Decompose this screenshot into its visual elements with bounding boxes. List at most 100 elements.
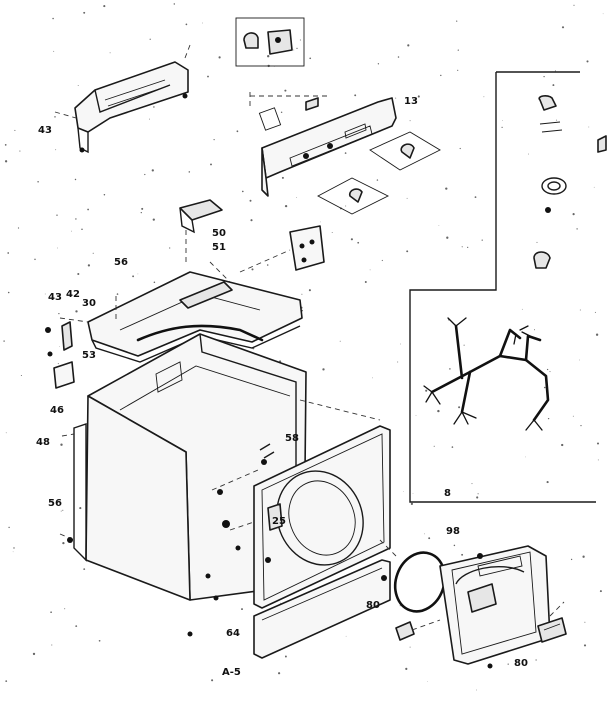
callout-53: 53	[82, 350, 96, 361]
callout-43-top: 43	[38, 125, 52, 136]
scan-speck	[456, 20, 458, 22]
scan-speck	[599, 590, 602, 593]
scan-speck	[284, 655, 287, 658]
scan-speck	[60, 411, 62, 413]
scan-speck	[576, 228, 578, 230]
scan-speck	[593, 186, 595, 188]
scan-speck	[77, 84, 79, 86]
scan-speck	[250, 219, 253, 222]
callout-13: 13	[404, 96, 418, 107]
scan-speck	[345, 635, 347, 637]
scan-speck	[507, 663, 509, 665]
scan-speck	[428, 537, 431, 540]
scan-speck	[596, 442, 600, 445]
switch-components-box	[235, 17, 305, 67]
scan-speck	[409, 646, 411, 648]
scan-speck	[586, 60, 589, 63]
scan-speck	[412, 493, 414, 494]
scan-speck	[467, 246, 469, 249]
scan-speck	[451, 446, 454, 448]
scan-speck	[249, 199, 252, 202]
scan-speck	[372, 377, 373, 379]
scan-speck	[103, 193, 106, 196]
scan-speck	[463, 344, 465, 346]
scan-speck	[440, 74, 442, 77]
scan-speck	[453, 544, 456, 547]
scan-speck	[17, 227, 20, 229]
scan-speck	[501, 126, 503, 129]
door-latch	[395, 619, 441, 641]
scan-speck	[483, 96, 485, 98]
scan-speck	[449, 368, 451, 370]
scan-speck	[267, 55, 270, 58]
scan-speck	[535, 659, 537, 661]
front-panel	[253, 425, 391, 609]
callout-80-mid: 80	[366, 600, 380, 611]
scan-speck	[284, 204, 288, 208]
scan-speck	[357, 241, 360, 244]
scan-speck	[141, 207, 144, 210]
scan-speck	[543, 75, 545, 78]
scan-speck	[546, 481, 549, 484]
callout-25: 25	[272, 516, 286, 527]
scan-speck	[151, 169, 154, 172]
scan-speck	[406, 250, 409, 253]
scan-speck	[364, 281, 367, 283]
scan-speck	[424, 533, 425, 535]
scan-speck	[12, 551, 14, 553]
scan-speck	[241, 608, 243, 611]
scan-speck	[461, 553, 464, 556]
door-assembly	[439, 545, 551, 669]
scan-speck	[546, 368, 549, 371]
scan-speck	[339, 340, 341, 342]
scan-speck	[77, 272, 80, 276]
scan-speck	[597, 459, 599, 461]
scan-speck	[309, 57, 312, 60]
scan-speck	[144, 173, 146, 176]
scan-speck	[446, 236, 449, 239]
scan-speck	[561, 26, 565, 29]
scan-speck	[83, 11, 86, 14]
scan-speck	[241, 190, 244, 193]
scan-speck	[471, 483, 473, 485]
scan-speck	[583, 644, 587, 647]
callout-80-bottom: 80	[514, 658, 528, 669]
timer-bracket	[239, 225, 325, 273]
scan-speck	[153, 281, 156, 283]
scan-speck	[481, 239, 483, 241]
scan-speck	[79, 507, 82, 510]
scan-speck	[55, 149, 57, 151]
scan-speck	[51, 644, 53, 646]
callout-64: 64	[226, 628, 240, 639]
door-handle	[537, 601, 567, 643]
callout-labels: 43 13 50 51 56 43 42 30 53 46 48 58 56 2…	[36, 96, 528, 678]
scan-speck	[4, 144, 7, 146]
scan-speck	[87, 264, 91, 267]
scan-speck	[543, 386, 546, 389]
scan-speck	[57, 247, 58, 249]
scan-speck	[406, 197, 408, 199]
scan-speck	[477, 493, 479, 495]
scan-speck	[579, 359, 581, 361]
scan-speck	[595, 333, 599, 336]
scan-speck	[354, 94, 357, 97]
scan-speck	[53, 50, 55, 52]
scan-speck	[572, 213, 575, 216]
scan-speck	[536, 241, 538, 243]
callout-42: 42	[66, 289, 80, 300]
scan-speck	[320, 221, 321, 223]
scan-speck	[7, 252, 10, 254]
scan-speck	[149, 118, 150, 120]
scan-speck	[62, 509, 64, 511]
scan-speck	[407, 44, 410, 47]
callout-43-mid: 43	[48, 292, 62, 303]
scan-speck	[397, 56, 400, 58]
scan-speck	[547, 417, 550, 420]
scan-speck	[281, 176, 284, 179]
scan-speck	[3, 340, 5, 342]
scan-speck	[397, 361, 399, 363]
scan-speck	[149, 38, 151, 40]
scan-speck	[236, 130, 239, 133]
harness-detail-parts	[533, 95, 607, 269]
